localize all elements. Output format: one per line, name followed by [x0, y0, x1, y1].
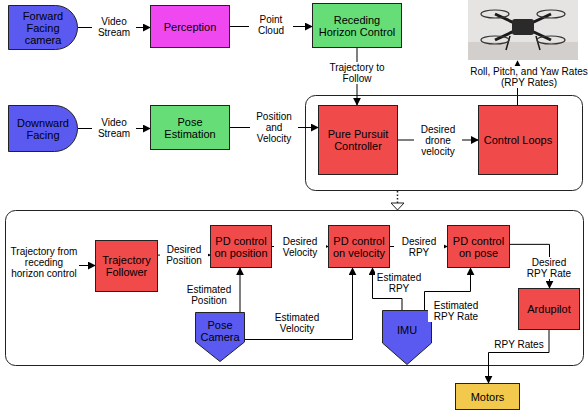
edge-label: Desired Position: [160, 244, 208, 266]
node-text-area: IMU: [382, 310, 432, 365]
node-label: PD control on pose: [451, 235, 506, 259]
output-label: Roll, Pitch, and Yaw Rates (RPY Rates): [470, 66, 588, 88]
drone-photo: [468, 0, 578, 60]
controller-box: Control Loops: [478, 105, 558, 175]
process-box: Pose Estimation: [150, 105, 230, 150]
sensor-shape: IMU: [382, 310, 432, 365]
sensor-shape-path: [196, 313, 245, 362]
process-box: Perception: [150, 5, 230, 48]
edge-label: Position and Velocity: [250, 111, 298, 144]
node-label: Receding Horizon Control: [316, 14, 398, 38]
controller-box: PD control on velocity: [328, 225, 390, 268]
camera-shape: Forward Facing camera: [8, 5, 78, 50]
node-label: PD control on velocity: [332, 235, 386, 259]
group-outline: [306, 96, 583, 191]
node-text-area: Pose Estimation: [151, 106, 229, 149]
node-text-area: Ardupilot: [519, 289, 579, 329]
edge-label: Video Stream: [92, 16, 136, 38]
controller-box: PD control on position: [210, 225, 272, 268]
node-text-area: Perception: [151, 6, 229, 47]
camera-shape: Downward Facing: [8, 105, 78, 152]
output-box: Motors: [455, 383, 520, 410]
node-label: Forward Facing camera: [11, 10, 75, 46]
signal-arrow: [245, 268, 353, 340]
signal-arrow: [489, 330, 550, 383]
sensor-shape-outline: [382, 310, 432, 365]
drone-illustration: [495, 14, 551, 50]
node-label: Ardupilot: [527, 303, 570, 315]
edge-label: RPY Rates: [490, 339, 548, 350]
node-label: Perception: [164, 21, 217, 33]
drone-photo-floor: [468, 42, 578, 60]
edge-label: Desired RPY: [394, 236, 444, 258]
node-text-area: Pure Pursuit Controller: [319, 106, 397, 174]
node-text-area: Pose Camera: [195, 312, 245, 362]
node-text-area: PD control on position: [211, 226, 271, 267]
edge-label: Trajectory to Follow: [321, 62, 393, 84]
edge-label: Desired drone velocity: [414, 124, 462, 157]
node-label: Pose Camera: [198, 319, 242, 343]
node-text-area: Trajectory Follower: [96, 241, 157, 291]
edge-label: Estimated RPY Rate: [428, 300, 484, 322]
detail-outline: [6, 211, 584, 366]
edge-label: Desired RPY Rate: [522, 257, 576, 279]
drone-propellers: [481, 10, 565, 44]
controller-box: Ardupilot: [518, 288, 580, 330]
node-label: Downward Facing: [11, 117, 75, 141]
controller-box: Pure Pursuit Controller: [318, 105, 398, 175]
node-label: Trajectory Follower: [99, 254, 154, 278]
edge-label: Desired Velocity: [274, 236, 326, 258]
node-text-area: PD control on velocity: [329, 226, 389, 267]
edge-label: Point Cloud: [249, 14, 293, 36]
input-label: Trajectory from receding horizon control: [10, 246, 78, 279]
node-label: Pose Estimation: [154, 116, 226, 140]
node-text-area: Receding Horizon Control: [313, 4, 401, 47]
node-text-area: Forward Facing camera: [8, 5, 78, 50]
edge-label: Estimated RPY: [375, 272, 423, 294]
sensor-shape-path: [383, 311, 432, 365]
controller-box: Trajectory Follower: [95, 240, 158, 292]
process-box: Receding Horizon Control: [312, 3, 402, 48]
edge-label: Estimated Velocity: [262, 312, 332, 334]
camera-shape-path: [9, 106, 78, 152]
input-arrow: [79, 265, 95, 266]
zoom-triangle: [391, 203, 404, 210]
drone-body: [512, 19, 534, 35]
node-label: IMU: [397, 324, 417, 336]
edge-label: Video Stream: [92, 117, 136, 139]
controller-box: PD control on pose: [447, 225, 510, 268]
node-label: PD control on position: [214, 235, 268, 259]
signal-arrow: [240, 268, 241, 312]
node-text-area: Motors: [456, 384, 519, 409]
camera-shape-path: [9, 6, 78, 50]
node-label: Control Loops: [484, 134, 553, 146]
node-text-area: PD control on pose: [448, 226, 509, 267]
node-label: Motors: [471, 391, 505, 403]
node-text-area: Control Loops: [479, 106, 557, 174]
zoom-link: [397, 191, 399, 203]
node-text-area: Downward Facing: [8, 105, 78, 152]
node-label: Pure Pursuit Controller: [322, 128, 394, 152]
edge-label: Estimated Position: [182, 284, 236, 306]
sensor-shape: Pose Camera: [195, 312, 245, 362]
